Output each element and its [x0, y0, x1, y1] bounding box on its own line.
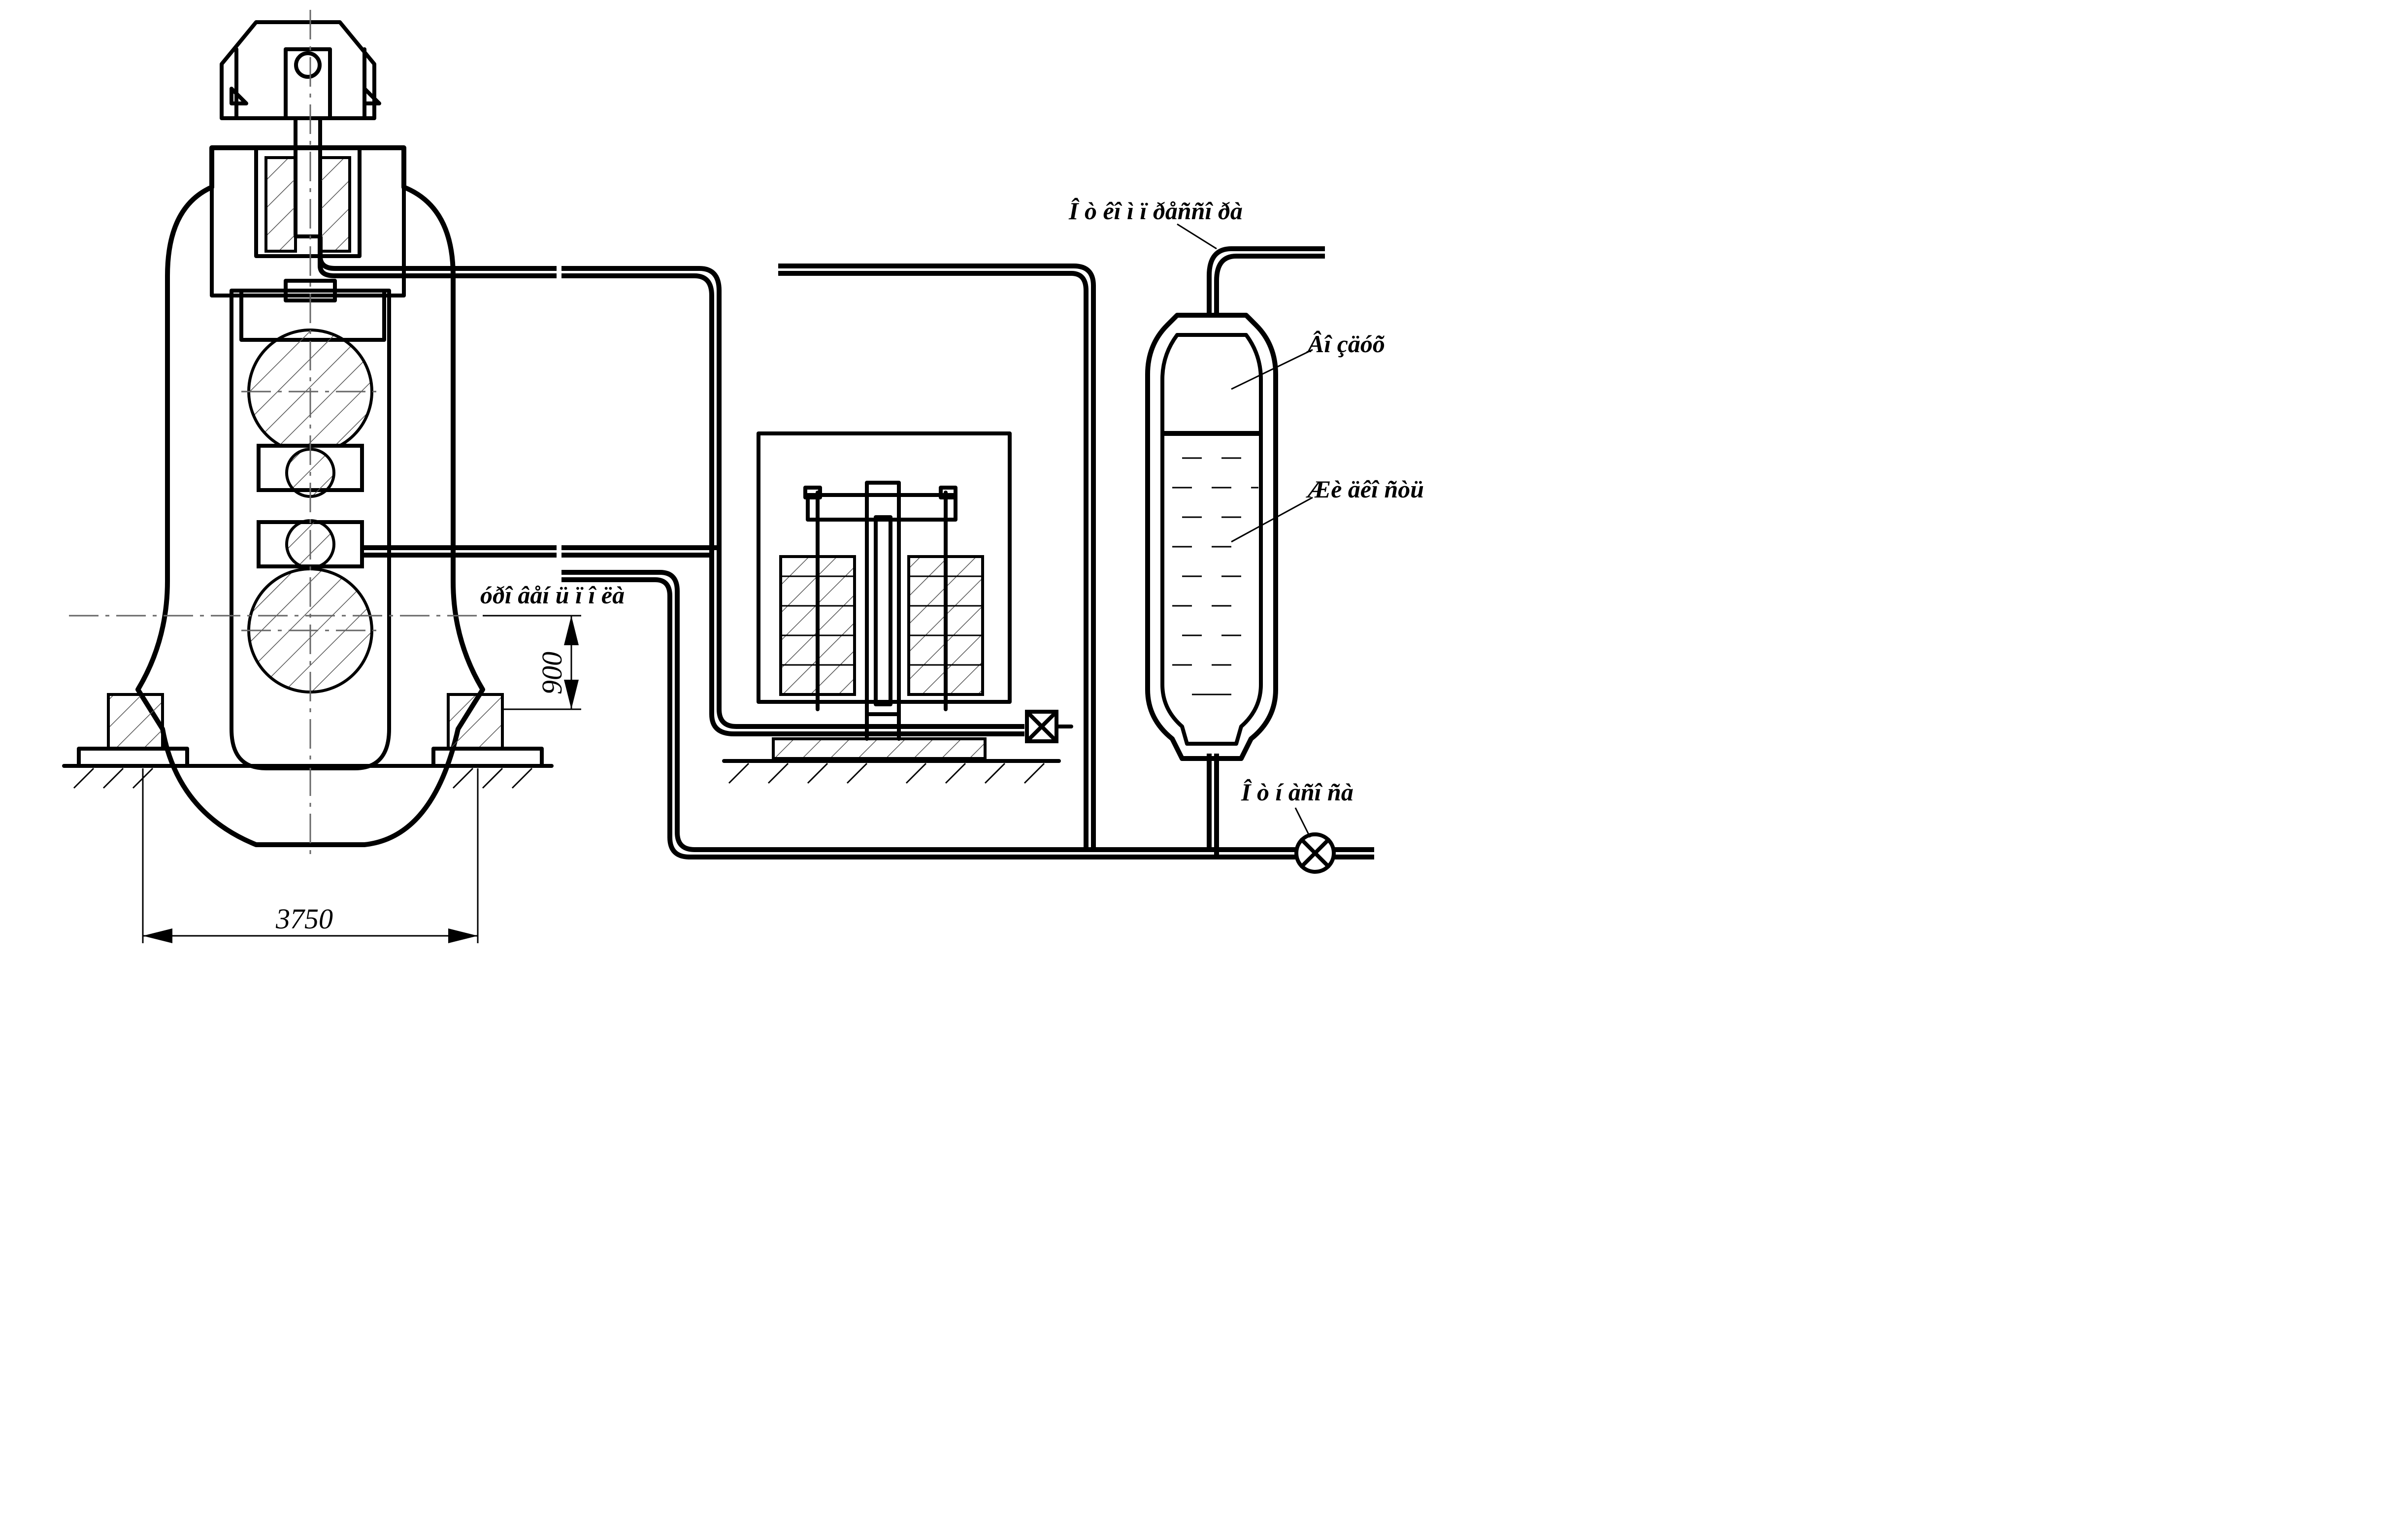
dimension-floor-height: 900: [483, 615, 581, 710]
unit-base: [772, 737, 987, 760]
label-to-pump: Î ò í àñî ñà: [1241, 778, 1353, 806]
dim-3750: 3750: [275, 903, 333, 935]
accumulator-vessel: [1145, 313, 1278, 761]
label-air: Âî çäóõ: [1306, 330, 1385, 358]
label-liquid: Æè äêî ñòü: [1306, 475, 1424, 503]
multiplier-unit: [722, 431, 1073, 784]
dimension-stand-width: 3750: [142, 768, 479, 943]
hydraulic-cylinder: [254, 146, 362, 258]
screwdown-pin: [294, 51, 322, 79]
unit-enclosure: [757, 431, 1012, 704]
stand-window: [230, 289, 391, 770]
screwdown-cylinder-head: [284, 47, 332, 120]
central-plunger: [865, 481, 901, 716]
pipelines: [318, 236, 1374, 874]
dim-900: 900: [536, 652, 568, 694]
screwdown-cap: [220, 20, 376, 120]
label-to-cylinder: óðî âåí ü ï î ëà: [480, 581, 625, 609]
accumulator: [1145, 313, 1278, 761]
right-foot: [447, 693, 504, 750]
left-foot: [107, 693, 164, 750]
label-from-compressor: Î ò êî ì ï ðåññî ðà: [1068, 197, 1243, 225]
screw-rod: [294, 116, 322, 238]
leader-lines: [1177, 223, 1313, 838]
rolling-stand: [62, 10, 566, 857]
stand-housing: [135, 145, 485, 847]
